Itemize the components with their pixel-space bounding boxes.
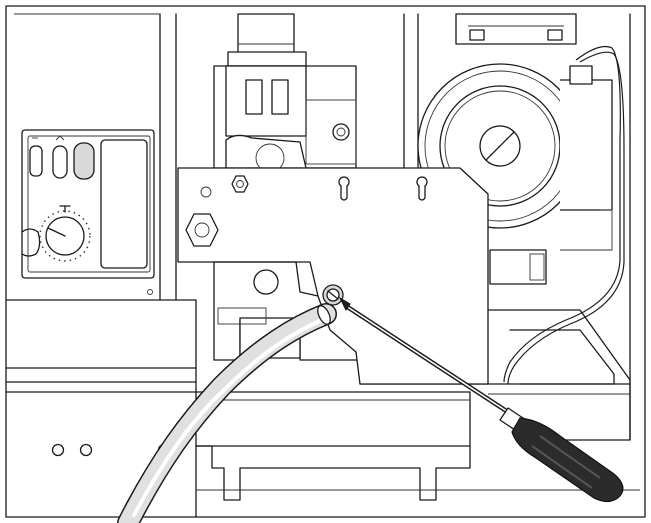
gas-valve [213,13,357,173]
flexible-tube [117,303,337,523]
screwdriver-icon [338,296,624,503]
thermostat-dial-icon [21,205,91,262]
switch-button-grey [73,142,95,180]
small-nut-icon [231,175,249,193]
opening-hole [253,269,279,295]
left-cabinet [5,13,197,518]
keyhole-slot-icon [338,176,350,201]
large-nut-icon [185,213,219,247]
plate-hole [200,186,212,198]
display-window [100,139,148,269]
adjust-screw-icon [332,123,350,141]
switch-button-white [52,145,68,179]
rivet-hole [79,443,93,457]
fixing-screw-icon [322,284,344,306]
outer-frame [5,5,646,518]
control-panel [21,129,155,295]
switch-button-partial [29,145,43,177]
lower-tray [487,309,631,441]
keyhole-slot-icon [416,176,428,201]
mounting-plate [177,167,489,385]
capillary-wire [503,45,621,383]
rivet-hole [51,443,65,457]
switch-symbol-icon [55,135,65,141]
